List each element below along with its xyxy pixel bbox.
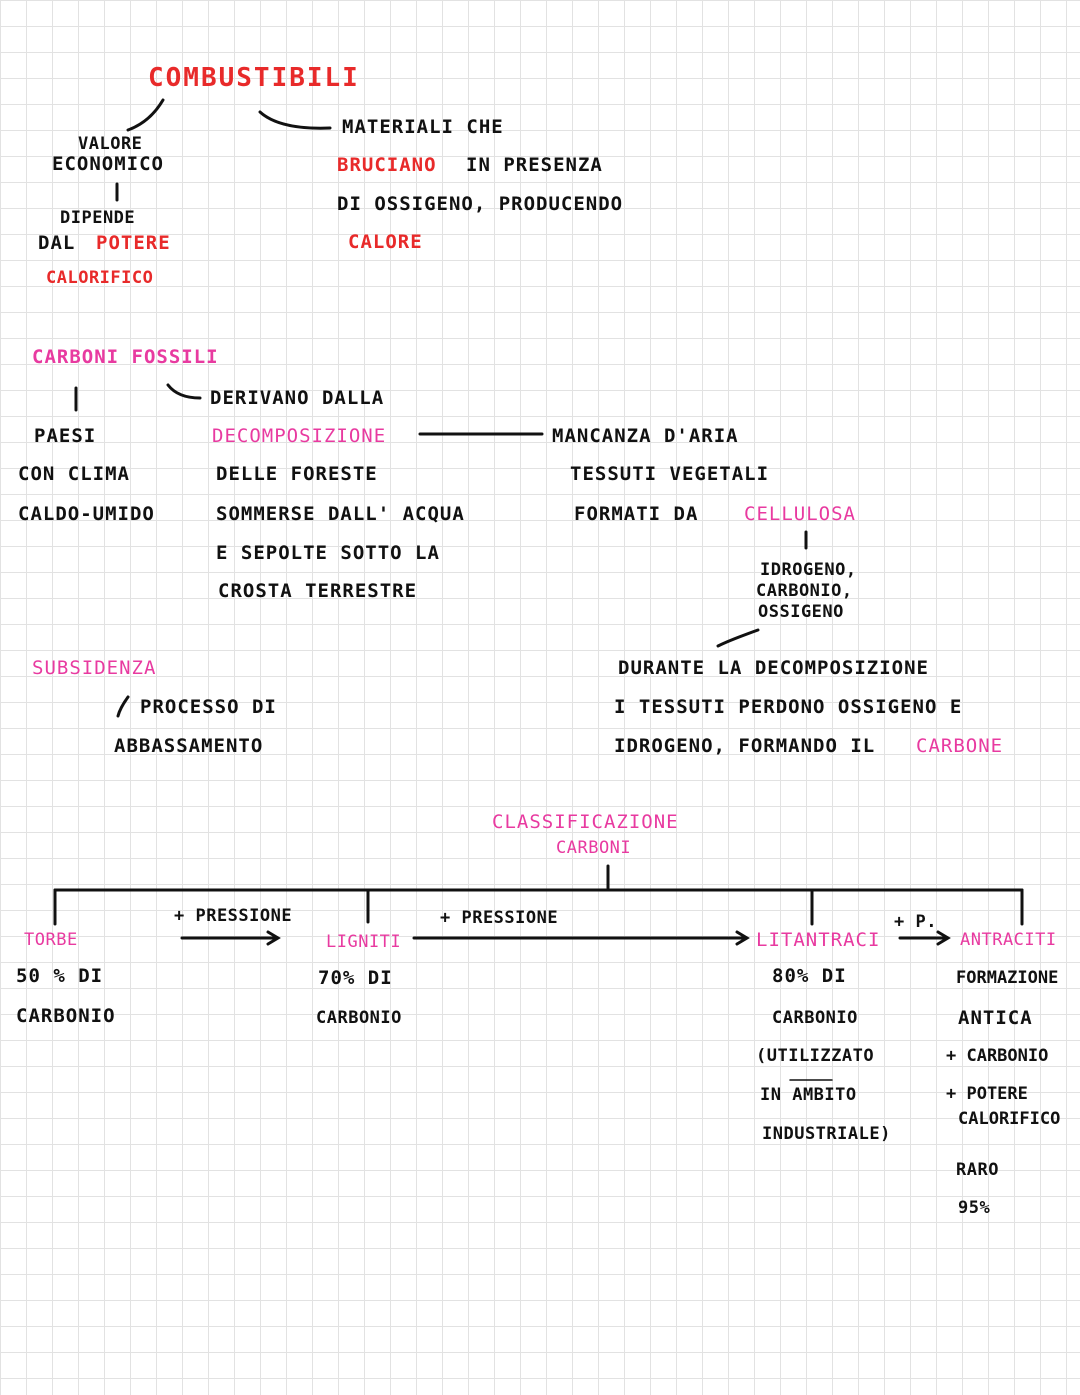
derivano-line-6: CROSTA TERRESTRE	[218, 580, 418, 602]
durante-line-1: DURANTE LA DECOMPOSIZIONE	[618, 657, 929, 679]
decomposizione-word: DECOMPOSIZIONE	[212, 425, 387, 447]
line-subsidenza-proc	[116, 695, 130, 718]
antraciti-line-5: CALORIFICO	[958, 1109, 1061, 1129]
line-combustibili-valore	[126, 98, 165, 132]
elementi-line-2: CARBONIO,	[756, 581, 853, 601]
aria-line-3: FORMATI DA	[574, 503, 699, 525]
litantraci-title: LITANTRACI	[756, 929, 881, 951]
durante-line-3: IDROGENO, FORMANDO IL	[614, 735, 876, 757]
dipende-line-1: DIPENDE	[60, 208, 136, 228]
calorifico-word: CALORIFICO	[46, 268, 154, 288]
processo-line-1: PROCESSO DI	[140, 696, 277, 718]
subsidenza-title: SUBSIDENZA	[32, 657, 157, 679]
antraciti-line-3: + CARBONIO	[946, 1046, 1049, 1066]
antraciti-line-4: + POTERE	[946, 1084, 1028, 1104]
derivano-line-1: DERIVANO DALLA	[210, 387, 385, 409]
torbe-line-2: CARBONIO	[16, 1005, 116, 1027]
ligniti-title: LIGNITI	[326, 932, 402, 952]
derivano-line-5: E SEPOLTE SOTTO LA	[216, 542, 440, 564]
elementi-line-3: OSSIGENO	[758, 602, 844, 622]
litantraci-line-4: IN AMBITO	[760, 1085, 857, 1105]
torbe-title: TORBE	[24, 930, 78, 950]
line-combustibili-def	[258, 110, 332, 130]
pressione-label-3: + P.	[894, 912, 937, 932]
ligniti-line-1: 70% DI	[318, 967, 393, 989]
derivano-line-4: SOMMERSE DALL' ACQUA	[216, 503, 465, 525]
definizione-line-1: MATERIALI CHE	[342, 116, 504, 138]
elementi-line-1: IDROGENO,	[760, 560, 857, 580]
definizione-line-2: IN PRESENZA	[466, 154, 603, 176]
calore-word: CALORE	[348, 231, 423, 253]
paesi-line-3: CALDO-UMIDO	[18, 503, 155, 525]
processo-line-2: ABBASSAMENTO	[114, 735, 264, 757]
ligniti-line-2: CARBONIO	[316, 1008, 402, 1028]
potere-word: POTERE	[96, 232, 171, 254]
dipende-line-2: DAL	[38, 232, 76, 254]
antraciti-line-2: ANTICA	[958, 1007, 1033, 1029]
definizione-line-3: DI OSSIGENO, PRODUCENDO	[337, 193, 624, 215]
carboni-fossili-title: CARBONI FOSSILI	[32, 346, 219, 368]
litantraci-line-5: INDUSTRIALE)	[762, 1124, 891, 1144]
bruciano-word: BRUCIANO	[337, 154, 437, 176]
litantraci-line-2: CARBONIO	[772, 1008, 858, 1028]
aria-line-2: TESSUTI VEGETALI	[570, 463, 770, 485]
litantraci-line-3: (UTILIZZATO	[756, 1046, 875, 1066]
combustibili-title: COMBUSTIBILI	[148, 63, 360, 93]
antraciti-line-6: RARO	[956, 1160, 999, 1180]
cellulosa-word: CELLULOSA	[744, 503, 856, 525]
valore-line-2: ECONOMICO	[52, 153, 164, 175]
durante-line-2: I TESSUTI PERDONO OSSIGENO E	[614, 696, 963, 718]
valore-line-1: VALORE	[78, 134, 143, 154]
paesi-line-1: PAESI	[34, 425, 97, 447]
antraciti-line-7: 95%	[958, 1198, 991, 1218]
pressione-label-1: + PRESSIONE	[174, 906, 293, 926]
pressione-label-2: + PRESSIONE	[440, 908, 559, 928]
classificazione-title-2: CARBONI	[556, 838, 632, 858]
paesi-line-2: CON CLIMA	[18, 463, 130, 485]
torbe-line-1: 50 % DI	[16, 965, 104, 987]
line-elementi-durante	[716, 628, 760, 648]
carbone-word: CARBONE	[916, 735, 1004, 757]
antraciti-line-1: FORMAZIONE	[956, 968, 1059, 988]
antraciti-title: ANTRACITI	[960, 930, 1057, 950]
aria-line-1: MANCANZA D'ARIA	[552, 425, 739, 447]
litantraci-line-1: 80% DI	[772, 965, 847, 987]
classificazione-title-1: CLASSIFICAZIONE	[492, 811, 679, 833]
line-carboni-deriv	[166, 383, 202, 400]
derivano-line-3: DELLE FORESTE	[216, 463, 378, 485]
